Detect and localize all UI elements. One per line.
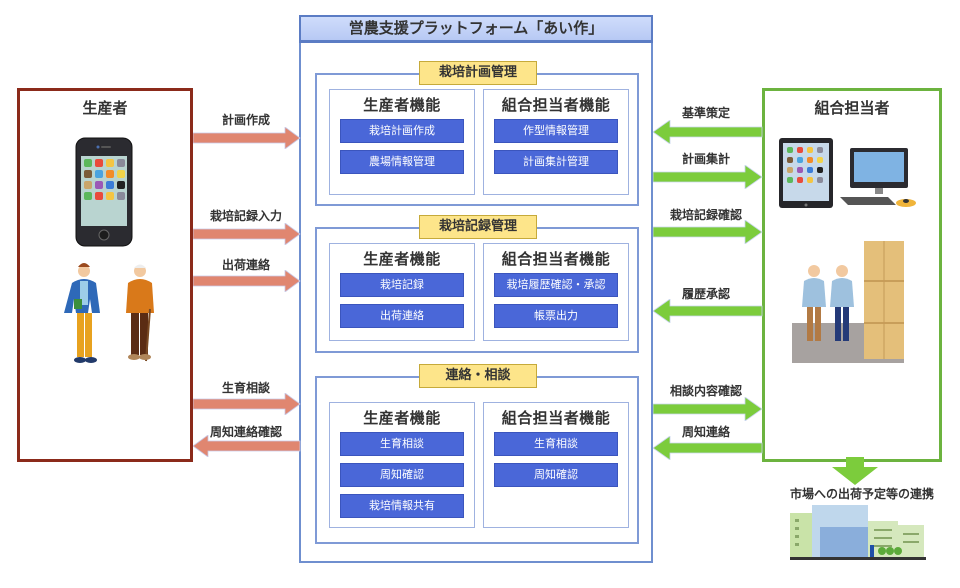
function-column-title: 生産者機能: [363, 409, 441, 427]
function-button[interactable]: 出荷連絡: [340, 304, 464, 328]
section-label: 栽培記録管理: [419, 215, 537, 239]
desktop-computer-icon: [840, 148, 916, 207]
function-button[interactable]: 農場情報管理: [340, 150, 464, 174]
app-icon: [817, 167, 823, 173]
app-icon: [817, 157, 823, 163]
app-icon: [106, 159, 114, 167]
app-icon: [84, 192, 92, 200]
function-button[interactable]: 作型情報管理: [494, 119, 618, 143]
section-cultivation-record: 栽培記録管理 生産者機能 栽培記録 出荷連絡 組合担当者機能 栽培履歴確認・承認…: [315, 215, 639, 353]
farmers-illustration: [64, 263, 154, 363]
arrow-label-history-approve: 履歴承認: [681, 287, 730, 301]
arrow-left-icon: [193, 435, 301, 457]
app-icon: [817, 177, 823, 183]
app-icon: [106, 170, 114, 178]
arrow-left-icon: [653, 436, 763, 460]
function-button[interactable]: 栽培履歴確認・承認: [494, 273, 618, 297]
function-column-title: 生産者機能: [363, 96, 441, 114]
app-icon: [117, 159, 125, 167]
union-staff-title: 組合担当者: [814, 99, 890, 117]
producer-functions: 生産者機能 栽培計画作成 農場情報管理: [329, 89, 475, 195]
app-icon: [797, 177, 803, 183]
app-icon: [807, 157, 813, 163]
smartphone-icon: [75, 137, 133, 247]
function-button[interactable]: 栽培計画作成: [340, 119, 464, 143]
staff-functions: 組合担当者機能 生育相談 周知確認: [483, 402, 629, 528]
producer-functions: 生産者機能 栽培記録 出荷連絡: [329, 243, 475, 341]
arrow-right-icon: [193, 223, 301, 245]
function-column-title: 組合担当者機能: [501, 250, 611, 268]
arrow-right-icon: [653, 220, 763, 244]
arrow-right-icon: [193, 270, 301, 292]
staff-functions: 組合担当者機能 作型情報管理 計画集計管理: [483, 89, 629, 195]
function-column-title: 組合担当者機能: [501, 96, 611, 114]
app-icon: [84, 181, 92, 189]
function-button[interactable]: 帳票出力: [494, 304, 618, 328]
producer-title: 生産者: [82, 99, 128, 117]
app-icon: [817, 147, 823, 153]
app-icon: [787, 147, 793, 153]
arrow-label-consult-check: 相談内容確認: [669, 384, 742, 398]
producer-panel: 生産者: [17, 88, 193, 462]
app-icon: [797, 147, 803, 153]
tablet-icon: [779, 138, 833, 208]
function-button[interactable]: 栽培情報共有: [340, 494, 464, 518]
arrow-down-icon: [832, 457, 878, 485]
arrow-right-icon: [193, 127, 301, 149]
function-button[interactable]: 計画集計管理: [494, 150, 618, 174]
app-icon: [797, 157, 803, 163]
arrow-label-notice-confirm: 周知連絡確認: [209, 425, 282, 439]
app-icon: [95, 192, 103, 200]
market-buildings-illustration: [790, 505, 926, 560]
app-icon: [787, 157, 793, 163]
platform-title: 営農支援プラットフォーム「あい作」: [299, 15, 653, 43]
app-icon: [84, 159, 92, 167]
section-label: 連絡・相談: [419, 364, 537, 388]
app-icon: [117, 192, 125, 200]
arrow-right-icon: [653, 165, 763, 189]
function-button[interactable]: 栽培記録: [340, 273, 464, 297]
warehouse-staff-illustration: [792, 241, 904, 363]
app-icon: [95, 181, 103, 189]
section-label: 栽培計画管理: [419, 61, 537, 85]
app-icon: [95, 159, 103, 167]
platform-frame: 営農支援プラットフォーム「あい作」 栽培計画管理 生産者機能 栽培計画作成 農場…: [299, 15, 653, 563]
app-icon: [106, 181, 114, 189]
market-link-label: 市場への出荷予定等の連携: [789, 487, 934, 501]
function-column-title: 生産者機能: [363, 250, 441, 268]
arrow-label-growth-consult: 生育相談: [221, 381, 270, 395]
function-button[interactable]: 周知確認: [494, 463, 618, 487]
union-staff-panel: 組合担当者: [762, 88, 942, 462]
arrow-label-notice: 周知連絡: [681, 425, 730, 439]
app-icon: [787, 177, 793, 183]
app-icon: [95, 170, 103, 178]
app-icon: [117, 181, 125, 189]
section-contact-consultation: 連絡・相談 生産者機能 生育相談 周知確認 栽培情報共有 組合担当者機能 生育相…: [315, 364, 639, 544]
arrow-right-icon: [193, 393, 301, 415]
app-icon: [797, 167, 803, 173]
arrow-label-plan-create: 計画作成: [221, 113, 270, 127]
app-icon: [106, 192, 114, 200]
arrow-label-plan-aggregate: 計画集計: [681, 152, 730, 166]
app-icon: [117, 170, 125, 178]
arrow-label-record-check: 栽培記録確認: [669, 208, 742, 222]
function-button[interactable]: 生育相談: [340, 432, 464, 456]
staff-functions: 組合担当者機能 栽培履歴確認・承認 帳票出力: [483, 243, 629, 341]
app-icon: [807, 167, 813, 173]
arrow-right-icon: [653, 397, 763, 421]
arrow-label-standard-setting: 基準策定: [681, 106, 730, 120]
arrow-label-shipment-contact: 出荷連絡: [221, 258, 270, 272]
producer-functions: 生産者機能 生育相談 周知確認 栽培情報共有: [329, 402, 475, 528]
arrow-left-icon: [653, 120, 763, 144]
app-icon: [807, 177, 813, 183]
arrow-left-icon: [653, 299, 763, 323]
function-column-title: 組合担当者機能: [501, 409, 611, 427]
arrow-label-record-input: 栽培記録入力: [209, 209, 282, 223]
app-icon: [84, 170, 92, 178]
function-button[interactable]: 周知確認: [340, 463, 464, 487]
app-icon: [807, 147, 813, 153]
app-icon: [787, 167, 793, 173]
function-button[interactable]: 生育相談: [494, 432, 618, 456]
section-cultivation-plan: 栽培計画管理 生産者機能 栽培計画作成 農場情報管理 組合担当者機能 作型情報管…: [315, 61, 639, 206]
